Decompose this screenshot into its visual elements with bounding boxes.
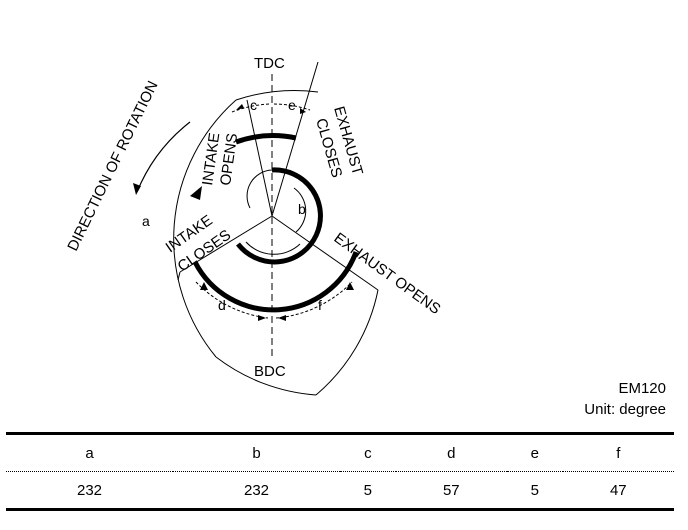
dim-d-arrow	[200, 282, 208, 290]
dim-bdc-arrow-right	[278, 315, 286, 321]
header-f: f	[562, 433, 674, 472]
exhaust-duration-arc	[236, 167, 323, 265]
valve-timing-diagram: TDC BDC DIRECTION OF ROTATION INTAKE OPE…	[64, 55, 444, 396]
letter-b: b	[298, 201, 306, 217]
letter-a: a	[142, 213, 150, 229]
figure-id: EM120	[618, 380, 666, 397]
inner-arc-bottom	[245, 241, 301, 255]
dim-f-arrow	[346, 282, 354, 290]
bdc-label: BDC	[254, 363, 286, 380]
header-b: b	[173, 433, 340, 472]
overlap-arc	[235, 133, 297, 145]
value-f: 47	[609, 481, 627, 499]
letter-c: c	[250, 97, 257, 113]
intake-open-marker	[190, 186, 202, 200]
letter-f: f	[318, 297, 322, 313]
unit-label: Unit: degree	[584, 401, 666, 418]
table-header-row: a b c d e f	[6, 433, 674, 472]
header-c: c	[340, 433, 396, 472]
dim-arc-c	[231, 103, 271, 113]
outer-arc-top	[235, 90, 319, 101]
letter-d: d	[218, 297, 226, 313]
tdc-label: TDC	[254, 55, 285, 72]
value-e: 5	[530, 481, 539, 499]
letter-e: e	[288, 97, 296, 113]
outer-arc-a	[173, 99, 237, 358]
outer-arc-left-bottom	[215, 356, 317, 396]
header-d: d	[395, 433, 507, 472]
inner-arc-b	[293, 187, 307, 233]
value-a: 232	[76, 481, 103, 499]
intake-opens-line	[246, 99, 273, 217]
header-a: a	[6, 433, 173, 472]
exhaust-opens-label: EXHAUST OPENS	[331, 229, 444, 318]
table-row: 232 232 5 57 5 47	[6, 472, 674, 510]
inner-spiral	[246, 169, 273, 209]
dim-bdc-arrow-left	[258, 315, 266, 321]
value-b: 232	[243, 481, 270, 499]
exhaust-opens-line	[271, 215, 379, 291]
dim-arc-e	[273, 103, 311, 111]
figure-code: EM120 Unit: degree	[584, 378, 666, 420]
rotation-arrow-head	[133, 183, 141, 195]
intake-closes-extension	[177, 271, 181, 281]
outer-arc-right-bottom	[315, 289, 379, 396]
value-c: 5	[363, 481, 372, 499]
header-e: e	[506, 433, 563, 472]
value-d: 57	[442, 481, 460, 499]
intake-duration-arc	[192, 251, 359, 313]
dim-c-arrow	[236, 104, 244, 110]
valve-timing-table: a b c d e f 232 232 5 57 5 47	[6, 432, 674, 511]
dim-arc-f	[275, 281, 353, 319]
rotation-arrow-arc	[136, 121, 191, 193]
dim-e-arrow	[300, 108, 306, 114]
